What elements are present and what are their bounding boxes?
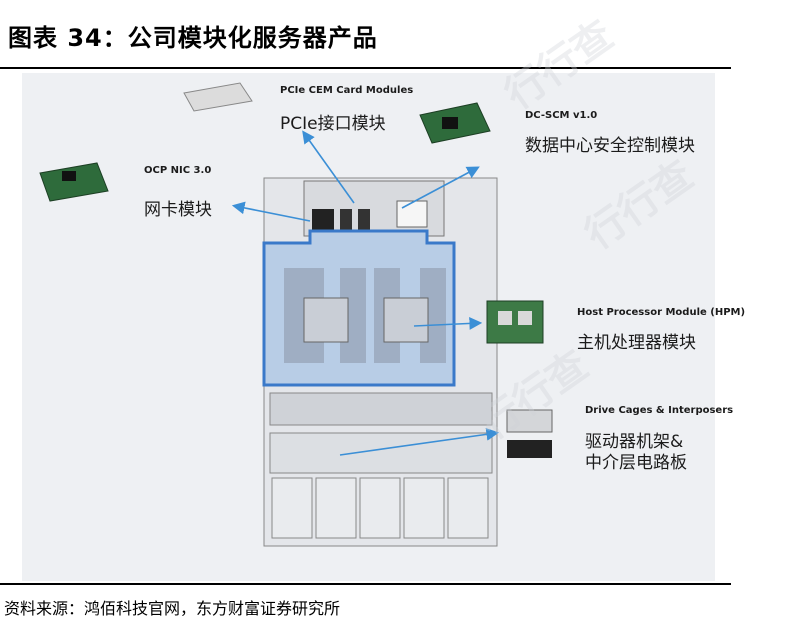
diagram-panel: 行行查 行行查 行行查 PCIe CEM Card Modules PCIe接口… — [22, 12, 745, 581]
drive-label-line1: 驱动器机架& — [585, 432, 684, 452]
drive-cage-image — [506, 409, 553, 458]
pcie-small-label: PCIe CEM Card Modules — [280, 85, 414, 96]
arrow-dcscm — [401, 166, 480, 209]
pcie-card-image — [183, 82, 253, 112]
server-chassis — [262, 177, 498, 547]
ocp-nic-image — [39, 162, 109, 202]
source-note: 资料来源：鸿佰科技官网，东方财富证券研究所 — [4, 599, 341, 618]
arrow-hpm — [413, 317, 483, 330]
dcscm-small-label: DC-SCM v1.0 — [525, 110, 598, 121]
pcie-label: PCIe接口模块 — [280, 114, 386, 134]
title-rule — [0, 67, 731, 69]
callout-arrows — [231, 130, 500, 456]
source-rule — [0, 583, 731, 585]
hpm-small-label: Host Processor Module (HPM) — [577, 307, 746, 318]
server-diagram — [39, 82, 553, 547]
arrow-ocp — [231, 201, 311, 222]
dcscm-board-image — [419, 102, 491, 144]
hpm-label: 主机处理器模块 — [577, 333, 696, 353]
arrow-pcie — [302, 130, 355, 204]
arrow-drive — [339, 428, 500, 456]
ocp-label: 网卡模块 — [144, 200, 212, 220]
ocp-small-label: OCP NIC 3.0 — [144, 165, 212, 176]
hpm-board-image — [486, 300, 544, 344]
dcscm-label: 数据中心安全控制模块 — [525, 136, 695, 156]
drive-small-label: Drive Cages & Interposers — [585, 405, 734, 416]
figure-title: 图表 34：公司模块化服务器产品 — [8, 24, 378, 52]
drive-label-line2: 中介层电路板 — [585, 453, 687, 473]
